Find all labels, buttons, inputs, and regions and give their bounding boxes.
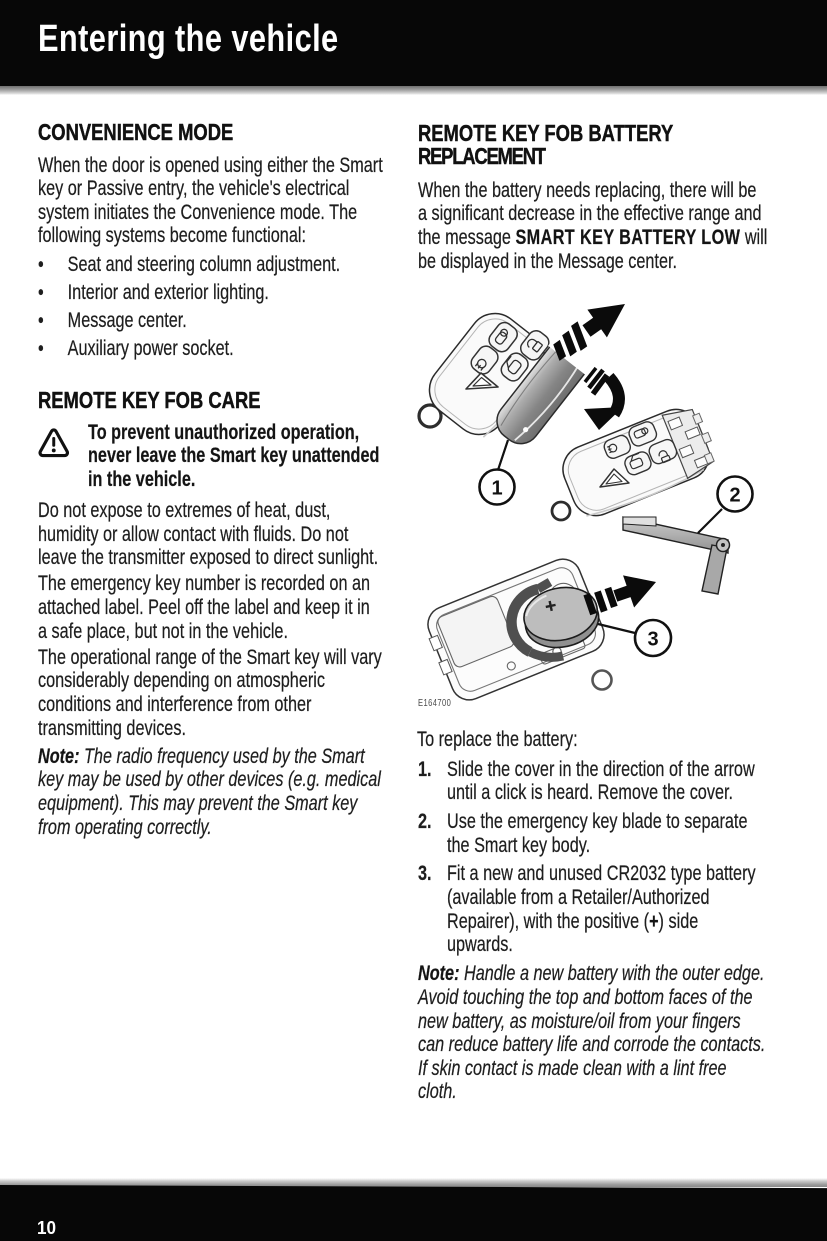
svg-text:3: 3 <box>647 628 658 650</box>
svg-text:2: 2 <box>729 485 740 507</box>
svg-text:1: 1 <box>491 477 502 499</box>
